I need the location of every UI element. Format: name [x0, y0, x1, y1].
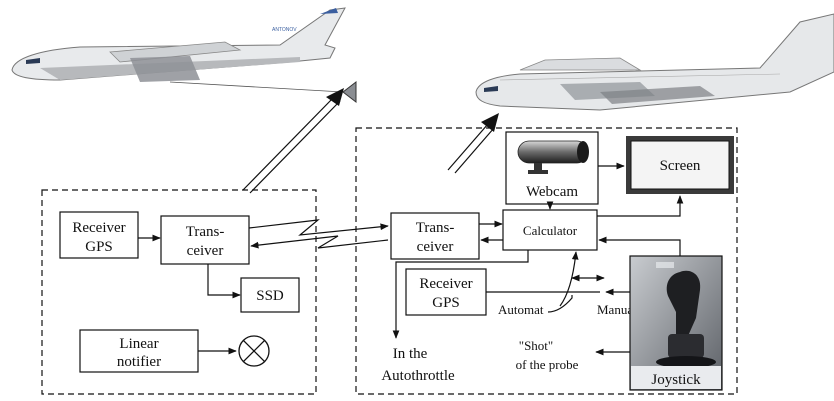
- linear-notifier-block: Linear notifier: [79, 329, 199, 373]
- radio-link-rx: [250, 235, 389, 249]
- right-aircraft: [475, 13, 834, 111]
- left-receiver-gps-line2: GPS: [85, 239, 113, 255]
- joystick-block: Joystick: [629, 255, 723, 391]
- webcam-label: Webcam: [526, 184, 578, 200]
- joystick-label: Joystick: [651, 372, 701, 388]
- ssd-label: SSD: [256, 288, 284, 304]
- left-unit-frame: [41, 189, 317, 395]
- right-receiver-gps-line2: GPS: [432, 295, 460, 311]
- linear-notifier-line1: Linear: [119, 336, 158, 352]
- webcam-icon: [517, 140, 589, 174]
- linear-notifier-line2: notifier: [117, 354, 161, 370]
- right-transceiver-block: Trans- ceiver: [390, 212, 480, 260]
- shot-label-line2: of the probe: [516, 357, 579, 372]
- ssd-block: SSD: [240, 277, 300, 313]
- left-aircraft: ANTONOV: [11, 7, 346, 82]
- link-arrow-left: [242, 88, 344, 194]
- left-receiver-gps-block: Receiver GPS: [59, 211, 139, 259]
- left-transceiver-line1: Trans-: [186, 224, 225, 240]
- left-transceiver-block: Trans- ceiver: [160, 215, 250, 265]
- link-arrow-right: [447, 113, 499, 174]
- screen-block: Screen: [626, 136, 734, 194]
- right-receiver-gps-block: Receiver GPS: [405, 268, 487, 316]
- right-unit-frame: [355, 127, 738, 395]
- calculator-label: Calculator: [523, 223, 578, 238]
- antenna: [169, 80, 357, 104]
- webcam-block: Webcam: [505, 131, 599, 205]
- shot-label-line1: "Shot": [519, 338, 553, 353]
- left-receiver-gps-line1: Receiver: [72, 220, 125, 236]
- indicator-lamp-icon: [238, 335, 270, 367]
- manual-label: Manual: [597, 302, 637, 317]
- autothrottle-line1: In the: [393, 346, 428, 362]
- autothrottle-line2: Autothrottle: [381, 368, 455, 384]
- joystick-icon: [656, 262, 716, 368]
- left-livery-text: ANTONOV: [272, 27, 297, 33]
- right-transceiver-line2: ceiver: [417, 239, 454, 255]
- screen-label: Screen: [660, 158, 701, 174]
- left-transceiver-line2: ceiver: [187, 243, 224, 259]
- automat-label: Automat: [498, 302, 544, 317]
- calculator-block: Calculator: [502, 209, 598, 251]
- right-transceiver-line1: Trans-: [416, 220, 455, 236]
- radio-link-tx: [248, 219, 389, 236]
- right-receiver-gps-line1: Receiver: [419, 276, 472, 292]
